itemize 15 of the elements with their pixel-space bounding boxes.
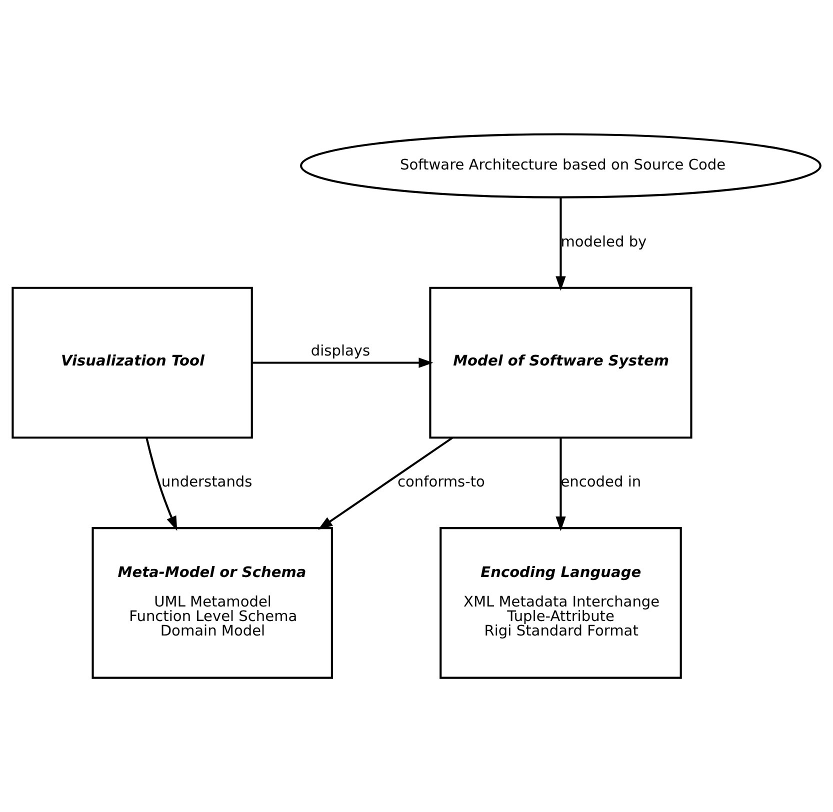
node-box: Meta-Model or Schema UML Metamodel Function Level Schema Domain Model (92, 527, 333, 679)
edge-label: conforms-to (397, 474, 485, 491)
edge-label: modeled by (560, 233, 647, 250)
arrow (556, 438, 566, 532)
edge-label: displays (310, 342, 370, 360)
node-box: Model of Software System (429, 286, 692, 439)
edge-label: encoded in (560, 474, 642, 491)
node-box: Encoding Language XML Metadata Interchange Tuple-Attribute Rigi Standard Format (440, 527, 682, 679)
arrow (146, 437, 178, 531)
arrow (556, 198, 566, 291)
node-ellipse: Software Architecture based on Source Code (300, 133, 822, 198)
edge-label: understands (161, 474, 252, 491)
arrow (252, 358, 434, 368)
arrow (318, 436, 453, 530)
node-box: Visualization Tool (12, 286, 253, 439)
